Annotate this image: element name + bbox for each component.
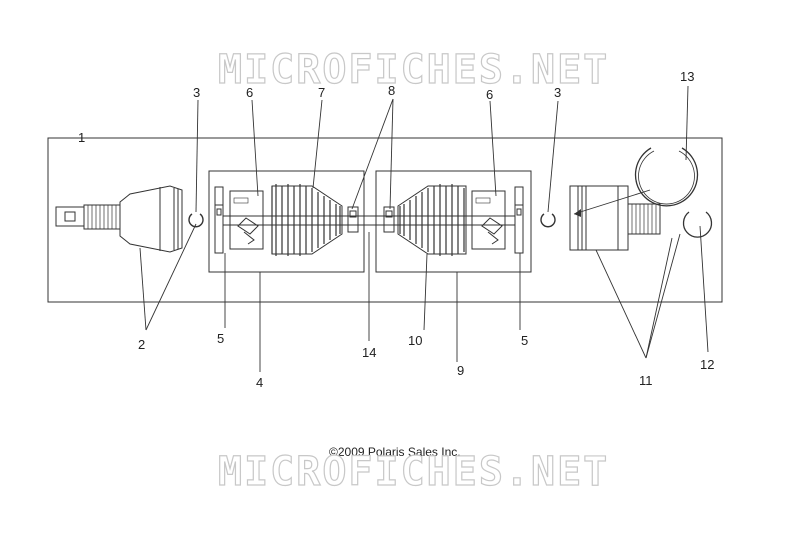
assembly-frame xyxy=(47,137,723,303)
boot-kit-box-right xyxy=(375,170,532,273)
callout-3-right: 3 xyxy=(554,85,562,100)
small-clamp-right xyxy=(383,206,395,233)
grease-packet-left xyxy=(229,190,264,250)
boot-left xyxy=(271,184,343,256)
callout-2: 2 xyxy=(138,337,146,352)
snap-ring-large xyxy=(634,147,699,207)
snap-ring-small xyxy=(682,211,713,238)
callout-11: 11 xyxy=(639,373,653,388)
boot-clamp-left xyxy=(214,186,224,254)
grease-packet-right xyxy=(471,190,506,250)
snap-ring-large-inner xyxy=(638,150,695,205)
boot-kit-box-left xyxy=(208,170,365,273)
leader-lines xyxy=(139,85,709,372)
callout-14: 14 xyxy=(362,345,377,360)
callout-5-left: 5 xyxy=(217,331,225,346)
callout-1: 1 xyxy=(78,130,86,145)
callout-6-right: 6 xyxy=(486,87,494,102)
callout-8: 8 xyxy=(388,83,396,98)
callout-9: 9 xyxy=(457,363,465,378)
callout-6-left: 6 xyxy=(246,85,254,100)
callout-3-left: 3 xyxy=(193,85,201,100)
outer-cv-joint xyxy=(55,185,183,253)
callout-10: 10 xyxy=(408,333,423,348)
circlip-right xyxy=(540,213,556,228)
callout-4: 4 xyxy=(256,375,264,390)
boot-right xyxy=(397,184,467,256)
boot-clamp-right xyxy=(514,186,524,254)
callout-7: 7 xyxy=(318,85,326,100)
callout-13: 13 xyxy=(680,69,695,84)
copyright-notice: ©2009 Polaris Sales Inc. xyxy=(329,445,461,459)
callout-5-right: 5 xyxy=(521,333,529,348)
callout-12: 12 xyxy=(700,357,715,372)
inner-cv-joint xyxy=(569,185,661,251)
small-clamp-left xyxy=(347,206,359,233)
circlip-left xyxy=(188,213,204,228)
watermark-top: MICROFICHES.NET xyxy=(217,47,610,93)
watermark-bottom: MICROFICHES.NET xyxy=(217,449,610,495)
